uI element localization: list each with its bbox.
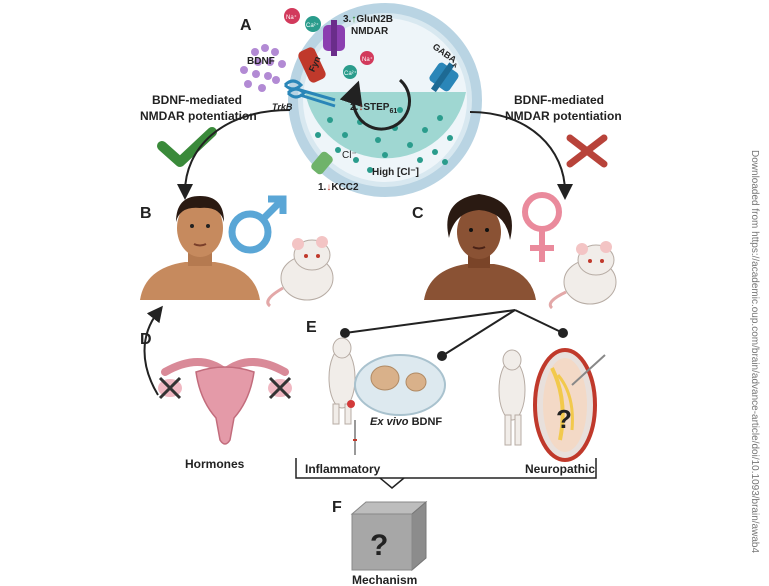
arrow-to-female	[469, 111, 573, 200]
calcium-ion-inner: Ca²⁺	[343, 65, 357, 79]
neuropathic-question: ?	[556, 404, 572, 434]
panel-label-e: E	[306, 319, 317, 336]
female-text-line2: NMDAR potentiation	[505, 109, 622, 123]
bdnf-label: BDNF	[247, 56, 275, 67]
mechanism-label: Mechanism	[352, 573, 417, 586]
ovary-removed-right-icon	[268, 376, 292, 400]
step61-label: 2.↓STEP61	[350, 102, 397, 115]
model-connectors	[340, 309, 568, 361]
trkb-receptor-icon	[283, 79, 336, 108]
panel-d: D Hormones	[140, 305, 292, 471]
cytoplasm-high-chloride	[305, 92, 466, 159]
male-outcome: BDNF-mediated NMDAR potentiation	[140, 93, 291, 200]
chloride-label: Cl⁻	[342, 150, 357, 161]
panel-b: B	[140, 195, 334, 308]
panel-label-b: B	[140, 205, 152, 222]
models-bracket	[295, 458, 597, 479]
panel-c: C	[412, 192, 617, 310]
panel-label-f: F	[332, 499, 342, 516]
female-rat-icon	[548, 241, 617, 310]
petri-dish-icon	[354, 354, 446, 416]
male-symbol-icon	[228, 195, 287, 254]
female-text-line1: BDNF-mediated	[514, 93, 604, 107]
cross-mark-icon	[566, 134, 608, 168]
male-human-icon	[140, 196, 260, 300]
kcc2-transporter-icon	[311, 151, 333, 175]
panel-f: F ? Mechanism	[332, 499, 428, 586]
download-notice: Downloaded from https://academic.oup.com…	[749, 150, 760, 553]
neuropathic-rat-icon	[498, 349, 526, 446]
fyn-kinase-icon: Fyn	[298, 47, 326, 83]
mechanism-cube-icon: ?	[350, 500, 428, 572]
male-rat-icon	[266, 236, 334, 308]
neuropathic-label: Neuropathic	[525, 462, 595, 476]
circular-arrow-icon	[339, 78, 411, 131]
nerve-injury-icon: ?	[533, 348, 606, 462]
uterus-icon	[158, 358, 292, 445]
panel-label-c: C	[412, 205, 424, 222]
svg-text:Na⁺: Na⁺	[362, 56, 373, 63]
arrow-hormones-to-male	[143, 305, 163, 396]
mechanism-question: ?	[370, 529, 388, 562]
ovary-removed-left-icon	[158, 376, 182, 400]
panel-e: E Ex vivo BDNF	[295, 309, 606, 489]
panel-label-a: A	[240, 17, 252, 34]
nmdar-label: NMDAR	[351, 26, 389, 37]
gaba-a-receptor-icon	[429, 62, 459, 93]
panel-a: A Cl⁻ High [Cl⁻] 2.↓STEP61 3.↑GluN2B	[240, 3, 482, 197]
sodium-ion-outer: Na⁺	[284, 8, 300, 24]
nmdar-receptor-icon	[323, 20, 345, 56]
bracket-notch	[379, 477, 405, 489]
kcc2-label: 1.↓KCC2	[318, 182, 359, 193]
female-human-icon	[424, 194, 536, 300]
female-symbol-icon	[522, 192, 562, 262]
ex-vivo-bdnf-label: Ex vivo BDNF	[370, 416, 442, 428]
trkb-label: TrkB	[272, 102, 293, 112]
male-text-line1: BDNF-mediated	[152, 93, 242, 107]
high-chloride-label: High [Cl⁻]	[372, 167, 419, 178]
calcium-ion-outer: Ca²⁺	[305, 16, 321, 32]
check-mark-icon	[157, 127, 217, 167]
svg-text:Na⁺: Na⁺	[286, 14, 297, 21]
male-text-line2: NMDAR potentiation	[140, 109, 257, 123]
svg-text:Ca²⁺: Ca²⁺	[344, 70, 357, 77]
inflammatory-label: Inflammatory	[305, 462, 381, 476]
arrow-to-male	[177, 109, 291, 200]
svg-text:Ca²⁺: Ca²⁺	[306, 22, 319, 29]
sodium-ion-inner: Na⁺	[360, 51, 374, 65]
inflammatory-rat-icon	[328, 337, 357, 455]
female-outcome: BDNF-mediated NMDAR potentiation	[469, 93, 622, 200]
hormones-label: Hormones	[185, 457, 245, 471]
bdnf-molecules-icon	[240, 44, 286, 92]
glun2b-label: 3.↑GluN2B	[343, 14, 393, 25]
